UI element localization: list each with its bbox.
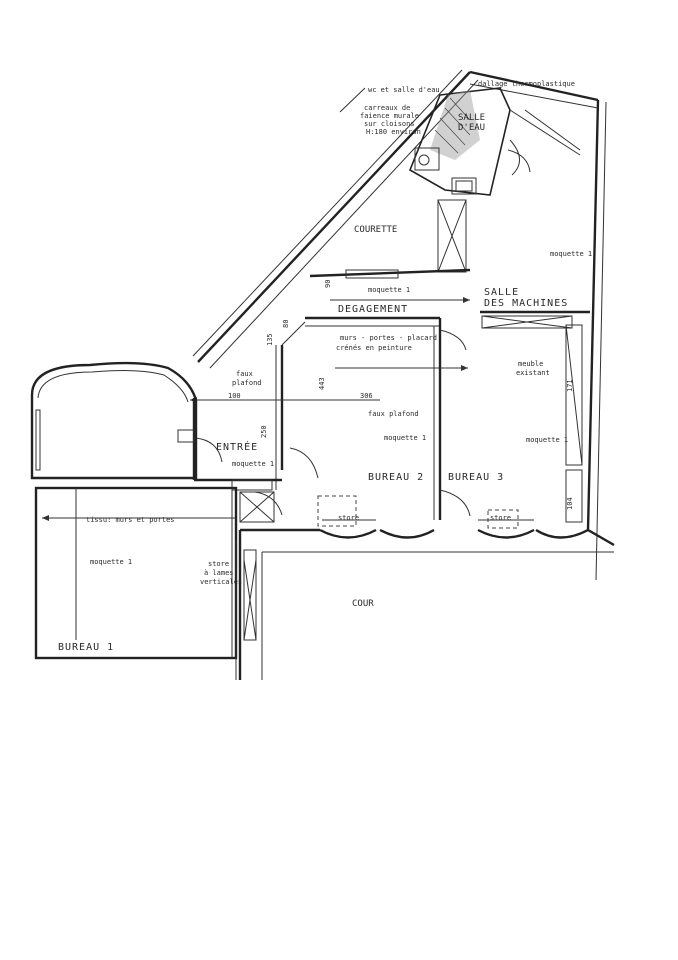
meuble-existant [565,324,583,523]
doors [194,149,531,517]
label-moquette-b2: moquette 1 [384,434,426,442]
label-store-2: store [490,514,511,522]
label-bureau2: BUREAU 2 [368,472,424,483]
dim-90: 90 [324,280,332,288]
label-store-lames-2: à lames [204,569,234,577]
dim-80: 80 [282,320,290,328]
dim-443: 443 [318,377,326,390]
label-carreaux-3: sur cloisons [364,120,415,128]
dim-100: 100 [228,392,241,400]
inner-walls [275,310,590,520]
salle-deau [408,87,581,196]
label-moquette-deg: moquette 1 [368,286,410,294]
label-carreaux-4: H:180 environ [366,128,421,136]
label-murs-1: murs - portes - placard [340,334,437,342]
cour-walls [238,519,615,680]
label-salle-machines-2: DES MACHINES [484,298,568,309]
label-faux-plafond-1b: plafond [232,379,262,387]
dim-250: 250 [260,425,268,438]
label-store-1: store [338,514,359,522]
diagonal-wall [192,69,479,369]
store-boxes [317,495,519,529]
label-store-lames-3: verticales [200,578,242,586]
label-bureau1: BUREAU 1 [58,642,114,653]
label-moquette-sm: moquette 1 [550,250,592,258]
dim-306: 306 [360,392,373,400]
label-store-lames-1: store [208,560,229,568]
dim-104: 104 [566,497,574,510]
label-tissu: tissu: murs et portes [86,516,175,524]
label-bureau3: BUREAU 3 [448,472,504,483]
label-faux-plafond-1a: faux [236,370,253,378]
label-salle-deau-2: D'EAU [458,123,485,133]
bureau1-walls [34,486,238,680]
label-salle-machines-1: SALLE [484,287,519,298]
left-pavilion [30,361,198,480]
entree-walls [177,398,282,523]
arrows [42,297,470,521]
right-wall [469,70,607,581]
label-courette: COURETTE [354,225,397,235]
label-wc: wc et salle d'eau [368,86,440,94]
label-meuble-1: meuble [518,360,543,368]
dim-171: 171 [566,379,574,392]
label-faux-plafond-2: faux plafond [368,410,419,418]
label-cour: COUR [352,599,374,609]
label-moquette-entree: moquette 1 [232,460,274,468]
label-carreaux-1: carreaux de [364,104,410,112]
label-dallage: dallage thermoplastique [478,80,575,88]
courette-bottom-wall [309,268,471,279]
dim-135: 135 [266,333,274,346]
label-murs-2: crénés en peinture [336,344,412,352]
label-degagement: DEGAGEMENT [338,304,408,315]
label-meuble-2: existant [516,369,550,377]
courette-column [437,199,467,273]
label-moquette-b3: moquette 1 [526,436,568,444]
label-salle-deau-1: SALLE [458,113,485,123]
label-moquette-b1: moquette 1 [90,558,132,566]
label-carreaux-2: faience murale [360,112,419,120]
label-entree: ENTRÉE [216,440,258,453]
